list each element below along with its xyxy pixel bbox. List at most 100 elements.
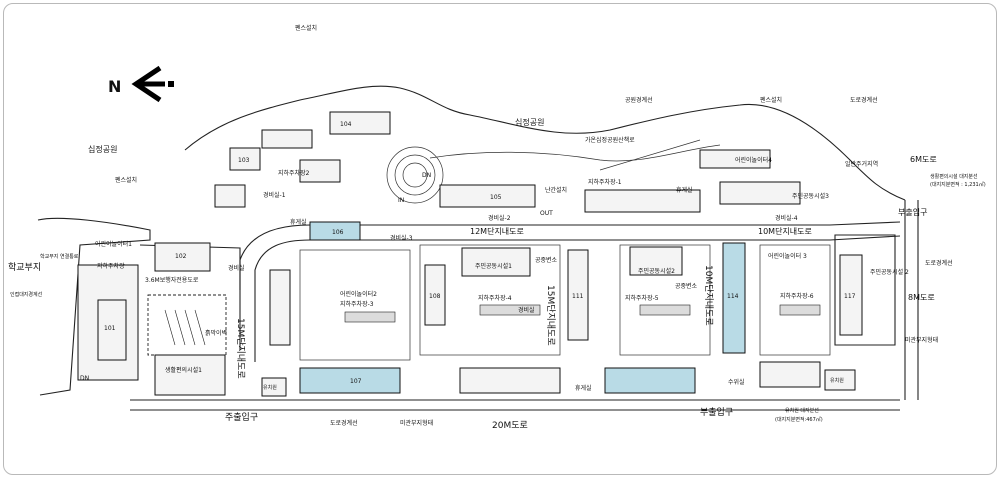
label-sub-entrance-right: 부출입구 xyxy=(898,207,927,217)
label-sipjeong-park-top: 십정공원 xyxy=(515,117,544,127)
label-general-residential: 일반주거지역 xyxy=(845,160,878,168)
building-114-label: 114 xyxy=(727,293,739,300)
label-fence-top: 펜스설치 xyxy=(295,24,317,32)
label-public-toilet-1: 공중변소 xyxy=(535,256,558,264)
label-road-boundary-bottom: 도로경계선 xyxy=(330,419,358,427)
parking-structure-left xyxy=(147,294,227,356)
label-dn-left: DN xyxy=(80,375,89,382)
label-kindergarten-left: 유치원 xyxy=(263,384,277,391)
label-underground-parking-3: 지하주차장-3 xyxy=(340,300,374,308)
central-block-far xyxy=(759,244,831,356)
label-kindergarten-right: 유치원 xyxy=(830,377,844,384)
label-road-15m-mid: 15M단지내도로 xyxy=(545,285,556,346)
label-road-6m: 6M도로 xyxy=(910,155,937,164)
label-road-15m-left: 15M단지내도로 xyxy=(235,318,246,379)
label-dn-round: DN xyxy=(422,172,431,179)
building-106 xyxy=(309,221,361,241)
building-108-label: 108 xyxy=(429,293,441,300)
label-resident-facility-2b: 주민공동시설 2 xyxy=(870,268,909,276)
welfare-facility-1 xyxy=(154,354,226,396)
building-102-label: 102 xyxy=(175,253,187,260)
building-111-label: 111 xyxy=(572,293,584,300)
label-sipjeong-park-left: 십정공원 xyxy=(88,144,117,154)
resident-facility-2-box xyxy=(629,246,683,276)
kindergarten-left-box xyxy=(261,377,287,397)
building-115 xyxy=(759,361,821,388)
label-welfare-site-right: 생활편의시설 대지분선 xyxy=(930,173,978,180)
label-welfare-site-right-area: (대지지분면적 : 1,231㎡) xyxy=(930,181,986,188)
label-underground-parking-4: 지하주차장-4 xyxy=(478,294,512,302)
plan-labels: 펜스설치 십정공원 공원경계선 펜스설치 도로경계선 십정공원 펜스설치 가온십… xyxy=(8,24,986,431)
building-104 xyxy=(329,111,391,135)
label-school-connect: 학교부지 연결통로 xyxy=(40,253,79,260)
label-road-10m: 10M단지내도로 xyxy=(758,226,812,236)
building-106-label: 106 xyxy=(332,229,344,236)
label-rest-right: 휴게실 xyxy=(575,384,592,392)
label-fence-left-bottom: 흙막이벽 xyxy=(205,329,227,337)
label-resident-facility-3: 주민공동시설3 xyxy=(792,192,829,200)
building-105-label: 105 xyxy=(490,194,502,201)
label-road-20m: 20M도로 xyxy=(492,421,528,431)
building-102 xyxy=(154,242,211,272)
label-guard-left: 경비실 xyxy=(228,264,245,272)
central-block-mid xyxy=(419,244,561,356)
label-underground-parking-left: 지하주차장 xyxy=(97,262,125,270)
label-underground-parking-1: 지하주차장-1 xyxy=(588,178,622,186)
label-sub-entrance-bottom: 부출입구 xyxy=(700,406,733,418)
kindergarten-right-box xyxy=(824,369,856,391)
building-108 xyxy=(424,264,446,326)
label-road-boundary-top: 도로경계선 xyxy=(850,96,878,104)
label-school-site: 학교부지 xyxy=(8,262,41,273)
label-fence-right-top: 펜스설치 xyxy=(760,96,782,104)
label-adjacent-road-boundary: 인접대지경계선 xyxy=(10,291,43,298)
north-arrow-icon: N xyxy=(108,65,174,103)
building-113 xyxy=(604,367,696,394)
label-kindergarten-site-area: (대지지분면적:467㎡) xyxy=(775,416,823,423)
parking-stripes xyxy=(344,304,821,323)
label-resident-facility-1: 주민공동시설1 xyxy=(475,262,512,270)
label-kid-playground-3: 어린이놀이터 3 xyxy=(768,252,807,260)
building-114 xyxy=(722,242,746,354)
roundabout xyxy=(386,146,444,204)
building-104-label: 104 xyxy=(340,121,352,128)
label-rest-left: 휴게실 xyxy=(290,218,307,226)
building-103 xyxy=(229,147,261,171)
label-park-trail: 가온십정공원산책로 xyxy=(585,136,635,144)
north-label: N xyxy=(108,77,121,96)
kid-playground-4-area xyxy=(699,149,771,169)
building-117 xyxy=(839,254,863,336)
building-111 xyxy=(567,249,589,341)
label-exit-out: OUT xyxy=(540,210,553,217)
label-underground-parking-6: 지하주차장-6 xyxy=(780,292,814,300)
building-101-label: 101 xyxy=(104,325,116,332)
label-rest-mid: 휴게실 xyxy=(676,186,693,194)
label-road-10m-vertical: 10M단지내도로 xyxy=(703,265,714,326)
building-103-label: 103 xyxy=(238,157,250,164)
building-116 xyxy=(719,181,801,205)
school-site-boundary xyxy=(37,217,151,396)
building-112 xyxy=(584,189,701,213)
building-left-vertical xyxy=(269,269,291,346)
central-block-left xyxy=(299,249,411,361)
park-trail-line xyxy=(429,144,721,162)
label-road-3-6m: 3.6M보행자전용도로 xyxy=(145,276,199,284)
label-kid-playground-4: 어린이놀이터4 xyxy=(735,156,772,164)
label-kid-playground-1: 어린이놀이터1 xyxy=(95,240,132,248)
building-107 xyxy=(299,367,401,394)
building-105 xyxy=(439,184,536,208)
label-entrance-in: IN xyxy=(398,197,404,204)
label-railing: 난간설치 xyxy=(545,186,567,194)
label-underground-parking-5: 지하주차장-5 xyxy=(625,294,659,302)
resident-facility-1-box xyxy=(461,247,531,277)
central-block-right xyxy=(619,244,711,356)
building-109 xyxy=(459,367,561,394)
label-guard-right: 수위실 xyxy=(728,378,745,386)
building-107-label: 107 xyxy=(350,378,362,385)
label-road-8m: 8M도로 xyxy=(908,293,935,302)
label-guard-1: 경비실-1 xyxy=(263,191,286,199)
label-unpaved-right: 미관부지형태 xyxy=(905,336,938,344)
label-resident-facility-2: 주민공동시설2 xyxy=(638,267,675,275)
label-unpaved-sidewalk: 미관부지형태 xyxy=(400,419,433,427)
